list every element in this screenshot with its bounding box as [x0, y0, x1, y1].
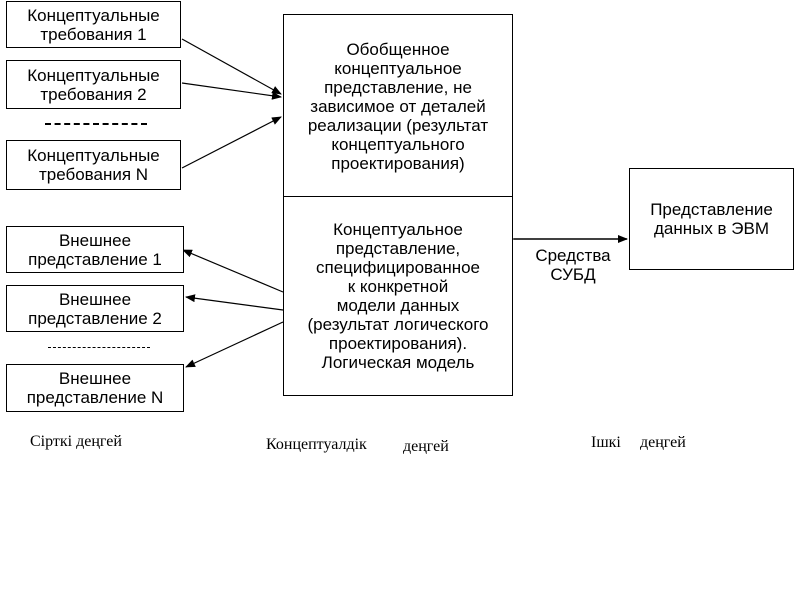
- external-level-caption: Сірткі деңгей: [30, 433, 122, 450]
- external-view-1: Внешнее представление 1: [6, 226, 184, 273]
- conceptual-requirement-2: Концептуальные требования 2: [6, 60, 181, 109]
- logical-model-view: Концептуальное представление, специфицир…: [283, 196, 513, 396]
- external-views-ellipsis-separator: [48, 347, 150, 348]
- generalized-conceptual-view: Обобщенное концептуальное представление,…: [283, 14, 513, 197]
- internal-level-caption: деңгей: [640, 434, 686, 451]
- dbms-tools-label: Средства СУБД: [535, 246, 611, 284]
- arrow-logical-to-external-n: [185, 321, 284, 368]
- conceptual-level-word: Концептуалдік: [266, 436, 367, 453]
- external-view-2: Внешнее представление 2: [6, 285, 184, 332]
- arrow-requirement-2-to-conceptual: [181, 82, 282, 100]
- requirements-ellipsis-separator: [45, 123, 147, 125]
- external-view-n: Внешнее представление N: [6, 364, 184, 412]
- internal-level-word: Ішкі: [591, 434, 621, 451]
- arrow-requirement-1-to-conceptual: [181, 38, 282, 95]
- conceptual-level-caption: деңгей: [403, 438, 449, 455]
- arrow-requirement-n-to-conceptual: [181, 116, 282, 169]
- arrow-logical-to-external-1: [182, 249, 284, 293]
- conceptual-requirement-1: Концептуальные требования 1: [6, 1, 181, 48]
- arrow-logical-to-external-2: [185, 294, 284, 311]
- conceptual-requirement-n: Концептуальные требования N: [6, 140, 181, 190]
- computer-data-representation: Представление данных в ЭВМ: [629, 168, 794, 270]
